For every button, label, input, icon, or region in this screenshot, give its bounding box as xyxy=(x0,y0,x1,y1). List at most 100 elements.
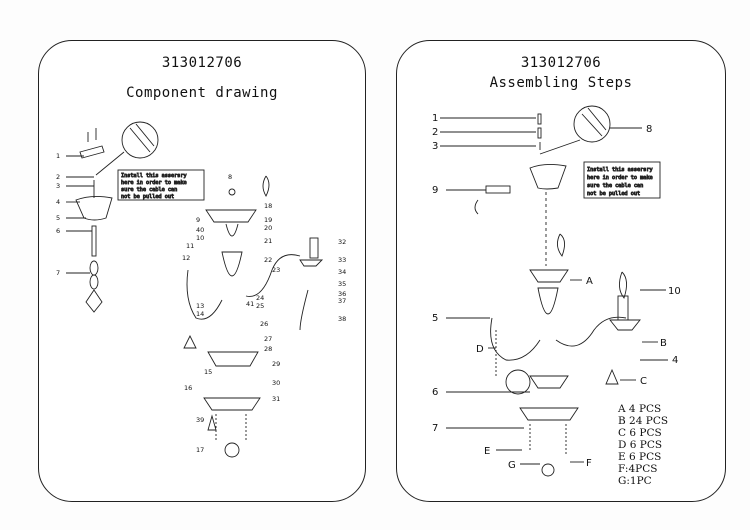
part-label: 2 xyxy=(56,173,60,181)
right-product-code: 313012706 xyxy=(520,55,602,71)
quantity-item: D 6 PCS xyxy=(618,439,662,451)
part-label: 3 xyxy=(56,182,60,190)
part-label: 16 xyxy=(184,384,192,392)
right-note-line: sure the cable can xyxy=(587,183,643,189)
part-label: 35 xyxy=(338,280,346,288)
part-label: 25 xyxy=(256,302,264,310)
rod-shape xyxy=(91,225,97,257)
zoom-detail-circle xyxy=(121,121,159,159)
step-label: 7 xyxy=(432,423,438,434)
bottom-bowl-shape xyxy=(203,397,261,411)
left-note-line: here in order to make xyxy=(121,180,187,186)
left-arm-shape xyxy=(490,317,541,361)
cable-shape xyxy=(539,139,581,155)
part-label: 15 xyxy=(204,368,212,376)
quantity-item: C 6 PCS xyxy=(618,427,662,439)
chain-link-shape xyxy=(89,260,99,276)
top-bobeche-shape xyxy=(205,209,257,223)
part-label: 32 xyxy=(338,238,346,246)
zoom-detail-circle xyxy=(573,105,611,143)
left-part-labels: 1 2 3 4 5 6 7 8 9 10 11 12 13 14 15 16 1… xyxy=(56,152,346,454)
part-label: 4 xyxy=(56,198,60,206)
hook-shape xyxy=(474,199,479,215)
zoom-detail-circle xyxy=(505,369,531,395)
step-label: 5 xyxy=(432,313,438,324)
candle-holder-shape xyxy=(309,237,319,259)
quantity-item: A 4 PCS xyxy=(617,403,661,415)
finial-shape xyxy=(228,188,236,196)
part-label: 22 xyxy=(264,256,272,264)
part-label: 9 xyxy=(196,216,200,224)
step-label: 10 xyxy=(668,286,681,297)
right-note-line: here in order to make xyxy=(587,175,653,181)
right-note-line: not be pulled out xyxy=(587,191,640,197)
step-label: 4 xyxy=(672,355,678,366)
step-label: 6 xyxy=(432,387,438,398)
left-arm-shape xyxy=(186,269,223,320)
zoom-detail-lines xyxy=(129,123,155,153)
top-bobeche-shape xyxy=(529,269,569,283)
step-label: 2 xyxy=(432,127,438,138)
part-label: 41 xyxy=(246,300,254,308)
rod-shape xyxy=(485,185,511,194)
part-label: 1 xyxy=(56,152,60,160)
crystal-drop-shape xyxy=(605,368,619,385)
screw-shape xyxy=(537,113,542,125)
part-label: 10 xyxy=(196,234,204,242)
left-note-line: Install this assersry xyxy=(121,173,187,179)
part-label: 13 xyxy=(196,302,204,310)
body-shape xyxy=(225,223,239,237)
left-note-line: not be pulled out xyxy=(121,194,174,200)
part-label: 18 xyxy=(264,202,272,210)
crystal-drop-shape xyxy=(183,334,197,349)
central-column-shape xyxy=(221,251,243,277)
part-label: 11 xyxy=(186,242,194,250)
screw-shape xyxy=(537,127,542,139)
assembling-steps-title: Assembling Steps xyxy=(489,75,633,91)
component-drawing-title: Component drawing xyxy=(126,85,278,101)
part-label: 34 xyxy=(338,268,346,276)
letter-label: G xyxy=(508,460,516,471)
crystal-ball-shape xyxy=(541,463,555,477)
part-label: 39 xyxy=(196,416,204,424)
left-note-line: sure the cable can xyxy=(121,187,177,193)
part-label: 38 xyxy=(338,315,346,323)
right-arm-shape xyxy=(555,316,627,347)
candle-bulb-shape xyxy=(557,233,565,257)
candle-bulb-shape xyxy=(619,271,627,299)
candle-bulb-shape xyxy=(262,175,270,197)
step-label: 3 xyxy=(432,141,438,152)
quantity-item: E 6 PCS xyxy=(618,451,661,463)
part-label: 31 xyxy=(272,395,280,403)
letter-label: E xyxy=(484,446,490,457)
arm-cup-shape xyxy=(299,259,324,267)
cable-shape xyxy=(95,151,125,176)
letter-label: A xyxy=(586,276,593,287)
part-label: 21 xyxy=(264,237,272,245)
part-label: 12 xyxy=(182,254,190,262)
part-label: 26 xyxy=(260,320,268,328)
part-label: 30 xyxy=(272,379,280,387)
part-label: 33 xyxy=(338,256,346,264)
part-label: 28 xyxy=(264,345,272,353)
part-label: 8 xyxy=(228,173,232,181)
quantity-item: F:4PCS xyxy=(618,463,657,475)
part-label: 27 xyxy=(264,335,272,343)
canopy-shape xyxy=(75,195,113,221)
part-label: 7 xyxy=(56,269,60,277)
letter-label: B xyxy=(660,338,667,349)
part-label: 5 xyxy=(56,214,60,222)
part-label: 14 xyxy=(196,310,204,318)
right-note-box xyxy=(583,161,661,199)
part-label: 6 xyxy=(56,227,60,235)
part-label: 29 xyxy=(272,360,280,368)
middle-bowl-shape xyxy=(529,375,569,389)
right-note-line: Install this assersry xyxy=(587,167,653,173)
crystal-ball-shape xyxy=(224,442,240,458)
part-label: 24 xyxy=(256,294,264,302)
left-drawing: Install this assersry here in order to m… xyxy=(66,121,324,458)
middle-bowl-shape xyxy=(207,351,259,367)
quantity-item: B 24 PCS xyxy=(618,415,668,427)
right-drawing: Install this assersry here in order to m… xyxy=(440,105,668,477)
